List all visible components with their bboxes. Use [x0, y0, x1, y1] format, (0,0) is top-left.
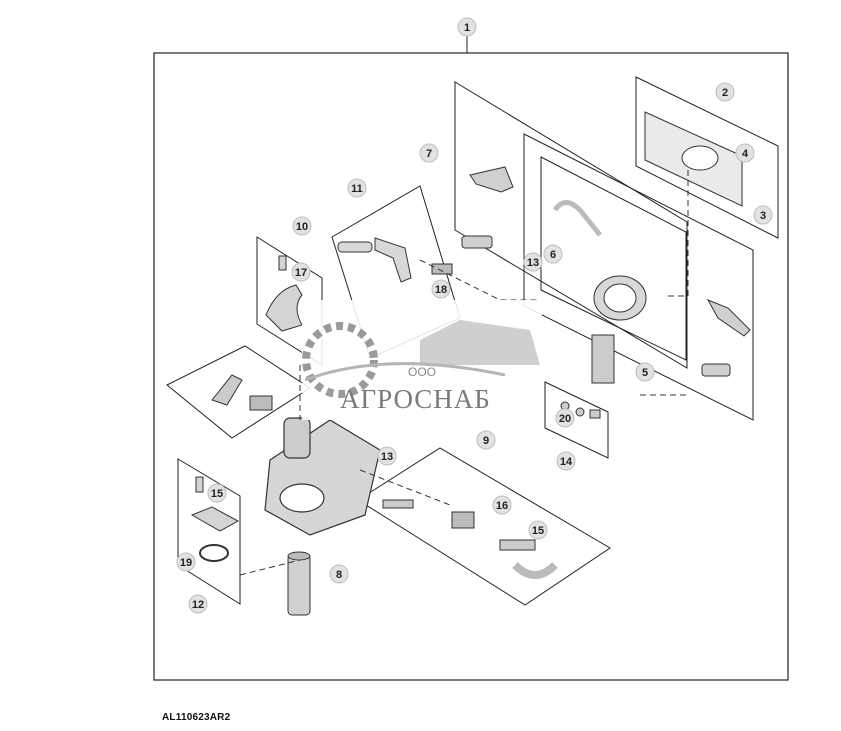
assembly-guide-lines: [239, 170, 690, 576]
callout-number: 15: [211, 488, 223, 500]
callout-number: 13: [527, 257, 539, 269]
callout-circle: [635, 362, 655, 382]
spring-left-part: [211, 374, 273, 411]
callout-circle: [753, 205, 773, 225]
callout-circle: [523, 252, 543, 272]
callout-circle: [492, 495, 512, 515]
callout-number: 8: [336, 569, 342, 581]
callout-circle: [176, 552, 196, 572]
callout-number: 1: [464, 22, 470, 34]
callout-number: 16: [496, 500, 508, 512]
panel-assembly-2: [635, 76, 779, 239]
lever-part-7: [461, 166, 514, 249]
callout-15: 15: [528, 520, 548, 540]
diagram-frame: [153, 52, 789, 681]
callout-6: 6: [543, 244, 563, 264]
callout-number: 14: [560, 456, 573, 468]
callout-number: 15: [532, 525, 544, 537]
callout-number: 4: [742, 148, 749, 160]
callout-circle: [715, 82, 735, 102]
watermark-line2: АГРОСНАБ: [340, 384, 491, 414]
panel-assembly-7: [454, 81, 688, 369]
callout-20: 20: [555, 408, 575, 428]
figure-code: AL110623AR2: [162, 712, 231, 723]
callout-circle: [528, 520, 548, 540]
callout-circle: [556, 451, 576, 471]
callout-11: 11: [347, 178, 367, 198]
callout-19: 19: [176, 552, 196, 572]
callout-circle: [543, 244, 563, 264]
callout-circle: [291, 262, 311, 282]
callout-circle: [457, 17, 477, 37]
panel-assembly-9: [357, 447, 611, 606]
right-lever-assembly: [701, 299, 751, 377]
callout-circle: [329, 564, 349, 584]
callout-circle: [347, 178, 367, 198]
callout-circle: [735, 143, 755, 163]
coupler-housing-part-5: [552, 200, 647, 384]
callout-number: 3: [760, 210, 766, 222]
spring-pin-part-9: [382, 499, 558, 579]
callout-circle: [188, 594, 208, 614]
callout-2: 2: [715, 82, 735, 102]
callout-16: 16: [492, 495, 512, 515]
callout-circle: [476, 430, 496, 450]
panel-assembly-14: [544, 381, 609, 459]
panel-assembly-5-outer: [523, 133, 754, 421]
callout-number: 9: [483, 435, 489, 447]
callout-14: 14: [556, 451, 576, 471]
callout-circle: [555, 408, 575, 428]
callout-number: 2: [722, 87, 728, 99]
callout-12: 12: [188, 594, 208, 614]
retainer-part-12: [190, 476, 240, 562]
callout-17: 17: [291, 262, 311, 282]
watermark-line1: ООО: [408, 365, 436, 379]
small-parts-14: [560, 401, 601, 419]
main-body-hitch: [264, 417, 381, 536]
callout-13: 13: [377, 446, 397, 466]
callout-circle: [431, 279, 451, 299]
callout-7: 7: [419, 143, 439, 163]
callout-4: 4: [735, 143, 755, 163]
callout-1: 1: [457, 17, 477, 37]
callout-3: 3: [753, 205, 773, 225]
callout-8: 8: [329, 564, 349, 584]
callout-number: 12: [192, 599, 204, 611]
callout-9: 9: [476, 430, 496, 450]
callout-number: 7: [426, 148, 432, 160]
callout-13: 13: [523, 252, 543, 272]
plate-part-2: [644, 111, 743, 207]
callout-number: 20: [559, 413, 571, 425]
callout-circle: [207, 483, 227, 503]
callout-number: 17: [295, 267, 307, 279]
callout-number: 19: [180, 557, 192, 569]
callout-number: 11: [351, 183, 363, 195]
handle-part-11: [337, 237, 453, 283]
callout-15: 15: [207, 483, 227, 503]
pin-part-8: [287, 551, 311, 616]
callout-circle: [419, 143, 439, 163]
watermark-logo: ООО АГРОСНАБ: [302, 300, 542, 420]
callout-number: 6: [550, 249, 556, 261]
callout-number: 10: [296, 221, 308, 233]
callout-18: 18: [431, 279, 451, 299]
callout-number: 18: [435, 284, 447, 296]
callout-10: 10: [292, 216, 312, 236]
panel-assembly-12: [177, 458, 241, 605]
panel-assembly-5-inner: [540, 156, 687, 361]
callout-circle: [377, 446, 397, 466]
callout-circle: [292, 216, 312, 236]
callout-number: 13: [381, 451, 393, 463]
callout-number: 5: [642, 367, 648, 379]
lock-part-10: [265, 255, 303, 332]
callout-5: 5: [635, 362, 655, 382]
